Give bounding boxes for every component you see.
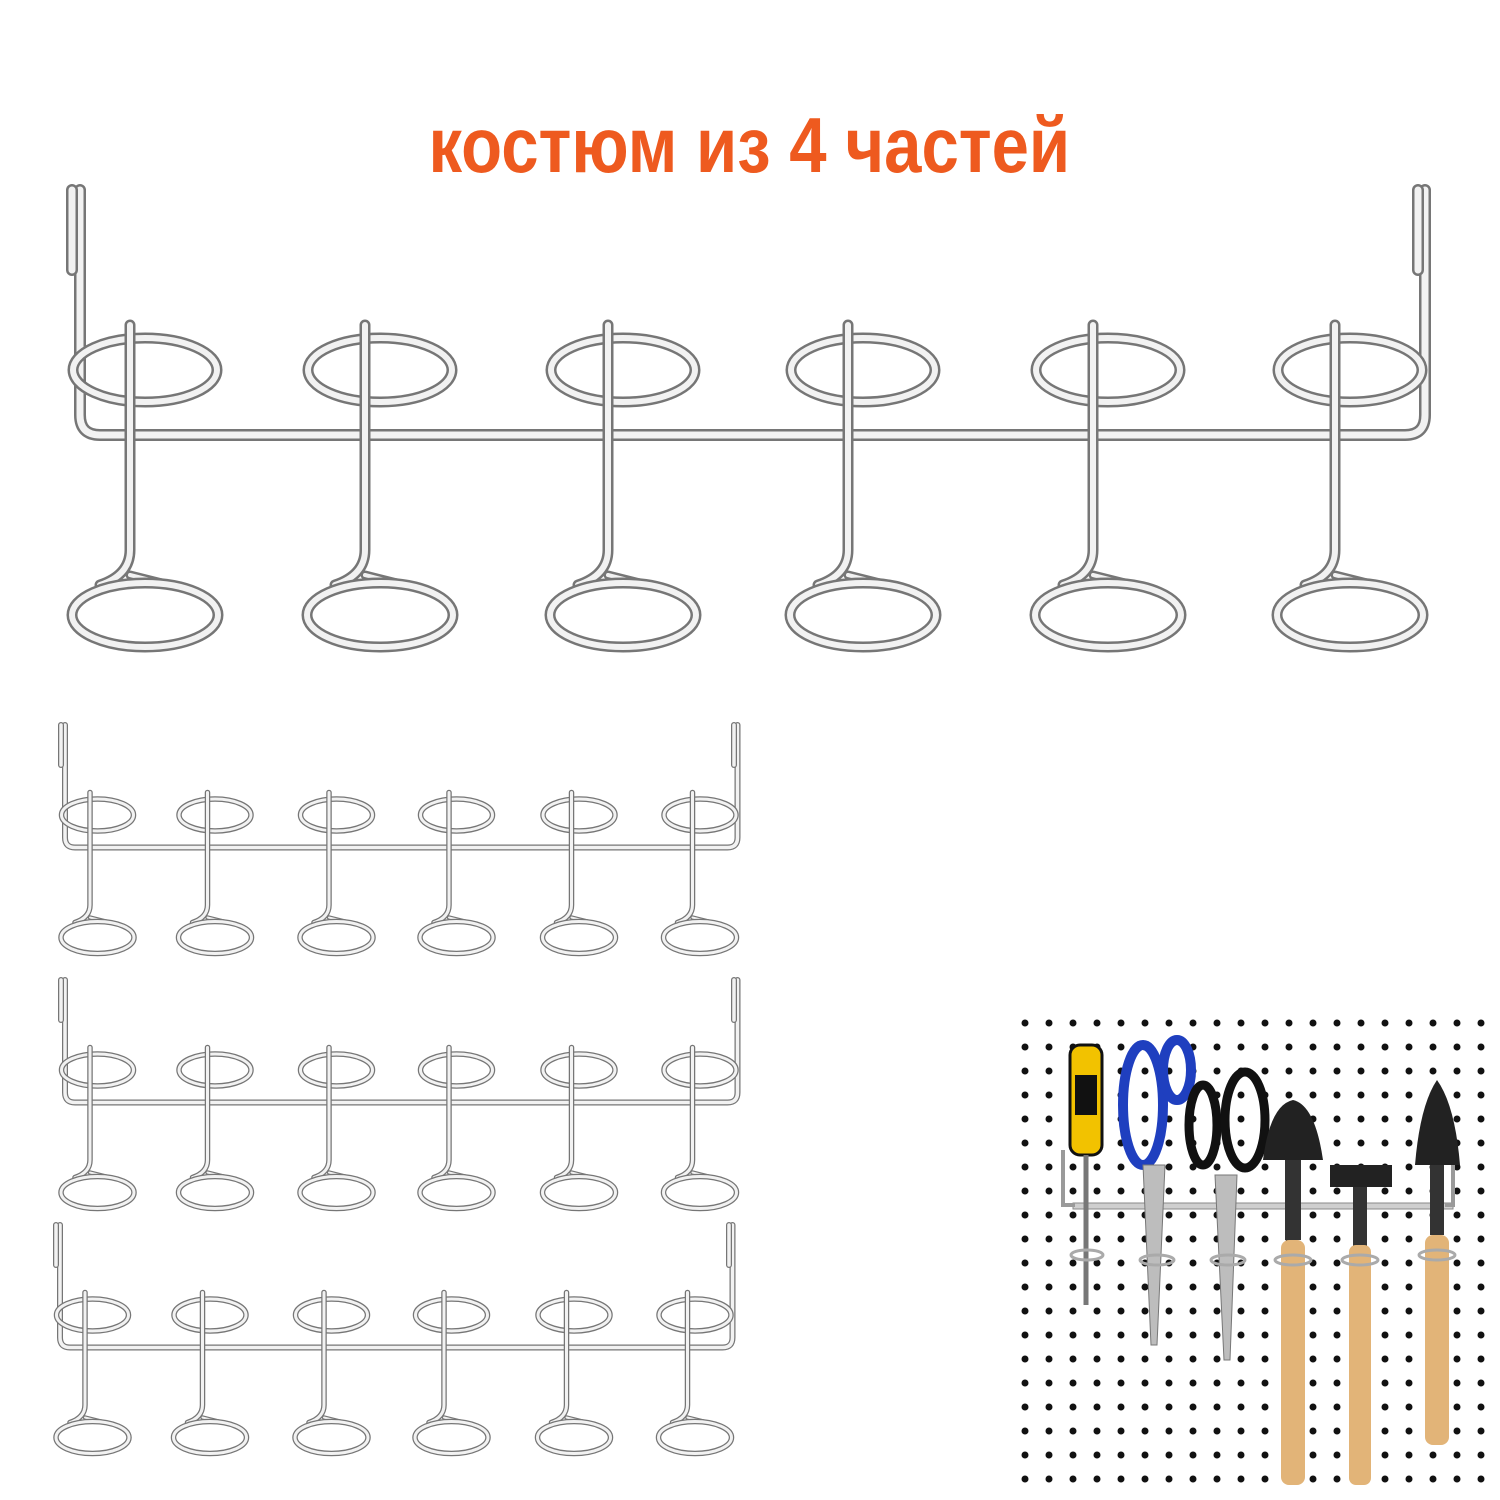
large-rack-image <box>66 184 1431 653</box>
pegboard-usage-photo <box>1015 1015 1500 1500</box>
small-rack-image-2 <box>58 977 741 1212</box>
screwdriver <box>1068 1043 1105 1305</box>
trowel <box>1263 1100 1323 1485</box>
small-rack-image-1 <box>58 722 741 957</box>
pegboard-tools-illustration <box>1021 1019 1485 1485</box>
black-scissors <box>1184 1067 1270 1361</box>
rake <box>1330 1165 1392 1485</box>
small-rack-image-3 <box>53 1222 736 1457</box>
blue-scissors <box>1118 1035 1196 1346</box>
product-headline: костюм из 4 частей <box>428 101 1071 189</box>
shovel <box>1415 1080 1460 1445</box>
